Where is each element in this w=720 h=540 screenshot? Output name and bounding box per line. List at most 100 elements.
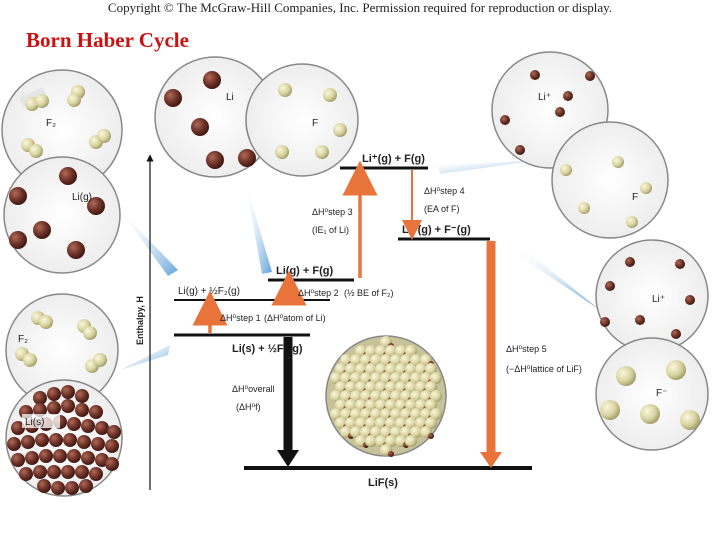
- crystal-fluoride-ion: [405, 399, 417, 411]
- arrow-step5-head: [480, 452, 502, 468]
- crystal-fluoride-ion: [330, 408, 342, 420]
- page-title: Born Haber Cycle: [26, 28, 189, 52]
- crystal-fluoride-ion: [390, 372, 402, 384]
- crystal-fluoride-ion: [410, 390, 422, 402]
- crystal-fluoride-ion: [370, 408, 382, 420]
- crystal-fluoride-ion: [345, 363, 357, 375]
- crystal-fluoride-ion: [425, 381, 437, 393]
- bubble-label-f2-top: F₂: [46, 118, 56, 129]
- crystal-fluoride-ion: [345, 417, 357, 429]
- bubble-label-f-atoms: F: [312, 118, 318, 129]
- crystal-fluoride-ion: [425, 363, 437, 375]
- crystal-fluoride-ion: [425, 417, 437, 429]
- label-overall-a: ΔH⁰overall: [232, 384, 275, 394]
- bubble-label-f-right: F: [632, 192, 638, 203]
- bubble-label-li-atoms: Li: [226, 92, 234, 103]
- crystal-fluoride-ion: [410, 354, 422, 366]
- label-level-top: Li⁺(g) + F(g): [362, 153, 425, 165]
- crystal-fluoride-ion: [330, 372, 342, 384]
- crystal-lithium-ion: [428, 433, 434, 439]
- bubble-li-atoms: Li: [154, 56, 276, 178]
- crystal-fluoride-ion: [385, 399, 397, 411]
- crystal-fluoride-ion: [405, 345, 417, 357]
- crystal-fluoride-ion: [365, 417, 377, 429]
- crystal-fluoride-ion: [365, 381, 377, 393]
- crystal-fluoride-ion: [385, 417, 397, 429]
- crystal-fluoride-ion: [350, 390, 362, 402]
- bubble-label-li-solid: Li(s): [25, 417, 44, 428]
- crystal-fluoride-ion: [370, 354, 382, 366]
- crystal-fluoride-ion: [370, 390, 382, 402]
- crystal-fluoride-ion: [410, 426, 422, 438]
- bubble-f2-bottom: F₂: [5, 293, 119, 407]
- crystal-fluoride-ion: [430, 372, 442, 384]
- beam-top: [438, 160, 540, 174]
- crystal-fluoride-ion: [365, 363, 377, 375]
- crystal-fluoride-ion: [345, 399, 357, 411]
- beam-atoms: [245, 180, 272, 274]
- lif-crystal-sphere: [325, 335, 447, 457]
- crystal-fluoride-ion: [365, 345, 377, 357]
- bubble-li-solid: Li(s): [5, 379, 123, 497]
- bubble-label-f2-bottom: F₂: [18, 334, 28, 345]
- crystal-fluoride-ion: [390, 354, 402, 366]
- label-step3-b: (IE₁ of Li): [312, 225, 349, 235]
- label-step5-a: ΔH⁰step 5: [506, 344, 547, 354]
- crystal-fluoride-ion: [430, 390, 442, 402]
- label-step2-b: (½ BE of F₂): [344, 288, 394, 298]
- crystal-fluoride-ion: [410, 408, 422, 420]
- crystal-fluoride-ion: [350, 426, 362, 438]
- arrow-overall-head: [277, 450, 299, 467]
- bubble-f-ion: F⁻: [595, 337, 709, 451]
- label-step4-a: ΔH⁰step 4: [424, 186, 465, 196]
- bubble-label-li-ion-top: Li⁺: [538, 92, 551, 103]
- crystal-fluoride-ion: [350, 354, 362, 366]
- label-step2-a: ΔH⁰step 2: [298, 288, 339, 298]
- crystal-fluoride-ion: [390, 390, 402, 402]
- crystal-fluoride-ion: [345, 381, 357, 393]
- bubble-label-f-ion: F⁻: [656, 388, 667, 399]
- label-overall-b: (ΔH⁰f): [236, 402, 261, 412]
- crystal-fluoride-ion: [390, 426, 402, 438]
- bubble-li-gas: Li(g): [3, 156, 121, 274]
- label-step1-b: (ΔH⁰atom of Li): [264, 313, 326, 323]
- enthalpy-axis-label: Enthalpy, H: [135, 296, 145, 345]
- crystal-fluoride-ion: [350, 372, 362, 384]
- step-arrows: [192, 160, 502, 468]
- label-step4-b: (EA of F): [424, 204, 460, 214]
- beam-ion: [516, 246, 600, 310]
- bubble-label-li-ion-bottom: Li⁺: [652, 294, 665, 305]
- bubble-f2-top: F₂: [1, 69, 123, 191]
- crystal-fluoride-ion: [385, 435, 397, 447]
- crystal-fluoride-ion: [330, 390, 342, 402]
- label-level-li-gas: Li(g) + ½F₂(g): [178, 286, 240, 297]
- bubble-f-right: F: [551, 121, 669, 239]
- crystal-fluoride-ion: [350, 408, 362, 420]
- crystal-fluoride-ion: [430, 408, 442, 420]
- crystal-fluoride-ion: [370, 426, 382, 438]
- crystal-fluoride-ion: [390, 408, 402, 420]
- crystal-fluoride-ion: [405, 417, 417, 429]
- crystal-fluoride-ion: [370, 372, 382, 384]
- label-level-product: LiF(s): [368, 477, 398, 489]
- bubble-li-ion-bottom: Li⁺: [595, 239, 709, 353]
- label-level-atoms: Li(g) + F(g): [276, 265, 333, 277]
- bubble-label-li-gas: Li(g): [72, 192, 92, 203]
- label-step5-b: (−ΔH⁰lattice of LiF): [506, 364, 582, 374]
- connector-beams: [120, 160, 600, 370]
- crystal-fluoride-ion: [405, 435, 417, 447]
- crystal-fluoride-ion: [385, 363, 397, 375]
- crystal-fluoride-ion: [365, 399, 377, 411]
- crystal-fluoride-ion: [385, 381, 397, 393]
- crystal-fluoride-ion: [410, 372, 422, 384]
- crystal-fluoride-ion: [365, 435, 377, 447]
- crystal-lithium-ion: [388, 451, 394, 457]
- label-step3-a: ΔH⁰step 3: [312, 207, 353, 217]
- crystal-fluoride-ion: [425, 399, 437, 411]
- crystal-fluoride-ion: [405, 381, 417, 393]
- crystal-fluoride-ion: [405, 363, 417, 375]
- label-step1-a: ΔH⁰step 1: [220, 313, 261, 323]
- beam-li-gas: [120, 210, 178, 276]
- copyright-notice: Copyright © The McGraw-Hill Companies, I…: [107, 0, 613, 15]
